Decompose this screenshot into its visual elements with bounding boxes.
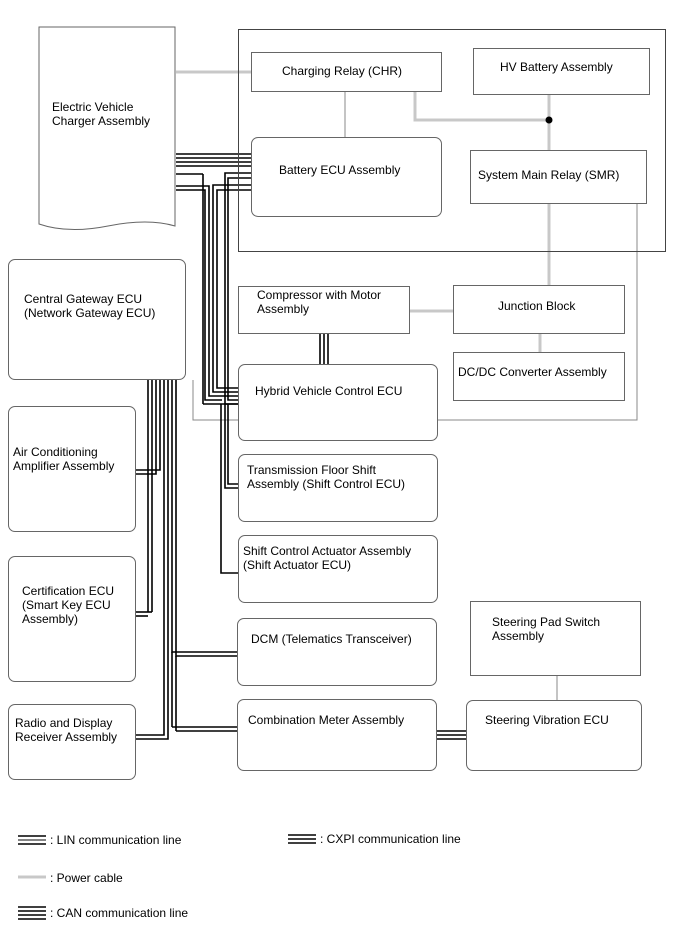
can-bus-compressor: [319, 334, 329, 364]
thin-wires: [192, 92, 638, 700]
air-conditioning-amplifier: Air Conditioning Amplifier Assembly: [8, 406, 136, 532]
steering-pad-switch: Steering Pad Switch Assembly: [470, 601, 641, 676]
cxpi-meter-vibration: [437, 730, 466, 740]
wire-gateway-hvecu: [192, 380, 239, 421]
junction-block: Junction Block: [453, 285, 625, 334]
battery-ecu-assembly: Battery ECU Assembly: [251, 137, 442, 217]
wire-smr-hvecu: [438, 204, 638, 421]
ev-charger-shape: [38, 26, 176, 231]
transmission-floor-shift: Transmission Floor Shift Assembly (Shift…: [238, 454, 438, 522]
charging-relay: Charging Relay (CHR): [251, 52, 442, 92]
power-junction-dot: [545, 116, 553, 124]
legend-lin-label: : LIN communication line: [50, 833, 182, 847]
steering-vibration-ecu: Steering Vibration ECU: [466, 700, 642, 771]
ev-charger-label: Electric Vehicle Charger Assembly: [52, 100, 151, 128]
combination-meter: Combination Meter Assembly: [237, 699, 437, 771]
can-bus-charger: [176, 153, 252, 167]
legend-can-symbol: [18, 906, 46, 920]
certification-ecu: Certification ECU (Smart Key ECU Assembl…: [8, 556, 136, 682]
hv-battery-assembly: HV Battery Assembly: [473, 48, 650, 95]
hv-battery-housing: [238, 29, 666, 252]
dcdc-converter: DC/DC Converter Assembly: [453, 352, 625, 401]
compressor-with-motor: Compressor with Motor Assembly: [238, 286, 410, 334]
legend-cxpi-label: : CXPI communication line: [320, 832, 461, 846]
legend-cxpi-symbol: [288, 834, 316, 844]
legend-power-label: : Power cable: [50, 871, 123, 885]
legend-symbols: [18, 834, 316, 920]
shift-control-actuator: Shift Control Actuator Assembly (Shift A…: [238, 535, 438, 603]
dcm-telematics-transceiver: DCM (Telematics Transceiver): [237, 618, 437, 686]
radio-display-receiver: Radio and Display Receiver Assembly: [8, 704, 136, 780]
can-bus-gateway: [136, 380, 237, 740]
system-main-relay: System Main Relay (SMR): [470, 150, 647, 204]
power-cable-chr-smr: [413, 90, 549, 122]
legend-can-label: : CAN communication line: [50, 906, 189, 920]
central-gateway-ecu: Central Gateway ECU (Network Gateway ECU…: [8, 259, 186, 380]
hybrid-vehicle-control-ecu: Hybrid Vehicle Control ECU: [238, 364, 438, 441]
can-bus-shift: [220, 404, 239, 574]
can-bus-trunk: [176, 172, 252, 405]
